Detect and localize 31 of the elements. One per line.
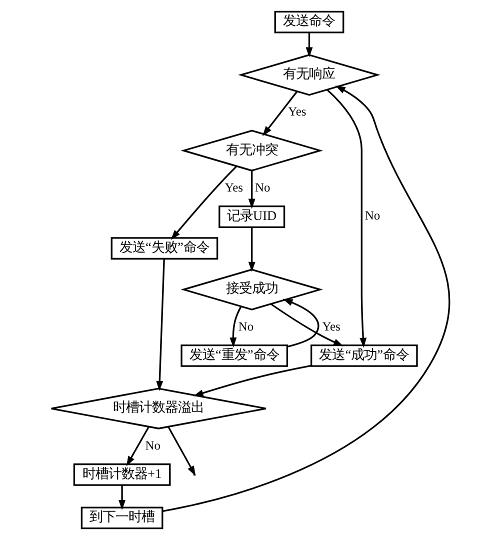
- node-box: 发送命令: [274, 10, 344, 34]
- arrow: [305, 32, 312, 58]
- edge-label: Yes: [224, 180, 243, 194]
- arrow: [192, 364, 311, 396]
- arrow: [126, 426, 149, 466]
- edge-label: No: [238, 319, 254, 334]
- node-box: 发送“成功”命令: [310, 344, 418, 367]
- arrow: [282, 298, 319, 348]
- node-box: 发送“重发”命令: [180, 344, 288, 367]
- arrow: [229, 306, 242, 348]
- node-box: 时槽计数器+1: [72, 463, 170, 486]
- edge-label: Yes: [322, 319, 340, 334]
- arrow: [326, 89, 366, 348]
- arrow: [262, 90, 298, 136]
- arrow: [162, 86, 450, 512]
- node-diamond: 接受成功: [180, 268, 323, 310]
- arrow: [156, 258, 164, 391]
- arrow: [248, 227, 255, 272]
- edge-label: No: [364, 208, 380, 223]
- arrow: [118, 485, 126, 510]
- arrow: [270, 303, 343, 346]
- edge-label: No: [144, 438, 160, 452]
- edge-label: No: [254, 180, 270, 194]
- node-box: 发送“失败”命令: [110, 237, 218, 260]
- arrow: [248, 170, 255, 209]
- node-diamond: 有无冲突: [180, 130, 323, 172]
- node-diamond: 有无响应: [238, 54, 380, 96]
- arrow: [170, 166, 237, 240]
- edge-label: Yes: [288, 104, 306, 119]
- node-box: 记录UID: [218, 206, 285, 228]
- node-box: 到下一时槽: [80, 506, 163, 530]
